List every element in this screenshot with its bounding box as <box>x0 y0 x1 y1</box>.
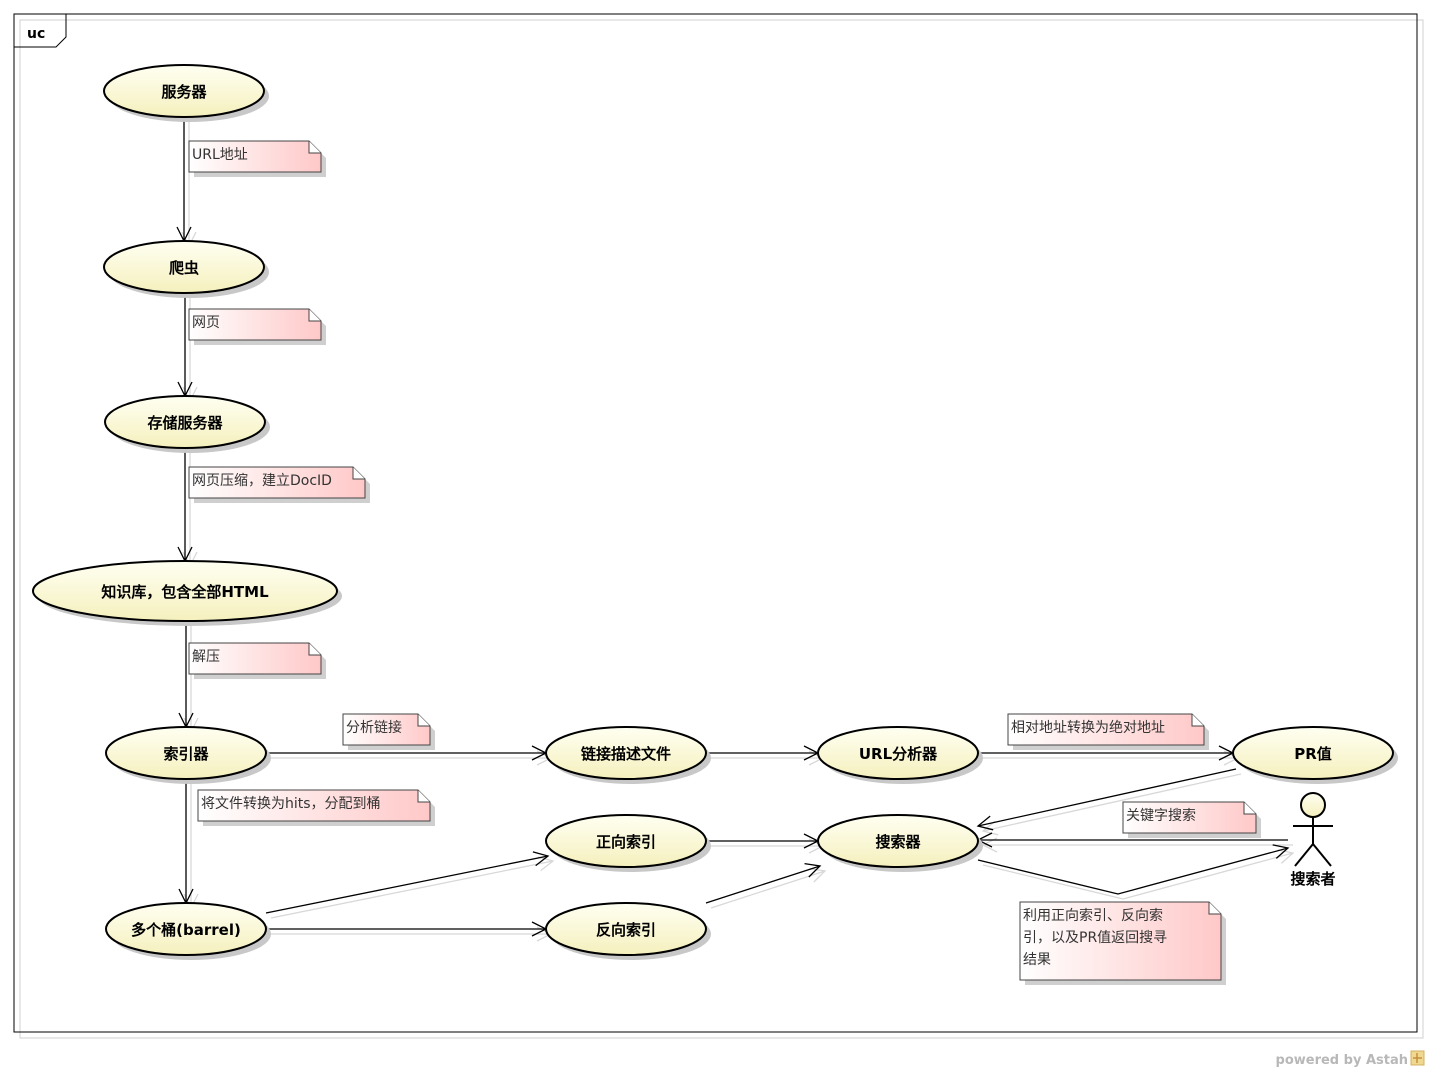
use-case-label: 服务器 <box>161 83 207 101</box>
use-case-fwdindex[interactable]: 正向索引 <box>545 814 711 872</box>
actor-left-leg <box>1294 843 1314 867</box>
actor-label: 搜索者 <box>1290 870 1335 888</box>
note-text: 分析链接 <box>346 719 402 736</box>
note-text: 引，以及PR值返回搜寻 <box>1023 930 1167 946</box>
actor-right-leg <box>1312 843 1332 867</box>
note-n4[interactable]: 解压 <box>188 642 326 679</box>
use-case-label: 正向索引 <box>596 833 656 851</box>
note-n2[interactable]: 网页 <box>188 308 326 345</box>
use-case-indexer[interactable]: 索引器 <box>105 726 271 784</box>
edge-fwdindex-searcher[interactable] <box>706 833 825 854</box>
use-case-invindex[interactable]: 反向索引 <box>545 902 711 960</box>
note-text: URL地址 <box>192 147 248 163</box>
note-n7[interactable]: 相对地址转换为绝对地址 <box>1007 713 1209 750</box>
use-case-repository[interactable]: 知识库，包含全部HTML <box>32 560 342 626</box>
edge-indexer-barrels[interactable] <box>178 779 199 910</box>
use-case-label: URL分析器 <box>859 745 938 763</box>
edge-repository-indexer[interactable] <box>178 621 199 734</box>
use-case-crawler[interactable]: 爬虫 <box>103 240 269 298</box>
actor-searcher[interactable]: 搜索者 <box>1290 792 1336 888</box>
use-case-server[interactable]: 服务器 <box>103 64 269 122</box>
note-n3[interactable]: 网页压缩，建立DocID <box>188 466 370 503</box>
use-case-barrels[interactable]: 多个桶(barrel) <box>105 902 271 960</box>
note-n1[interactable]: URL地址 <box>188 140 326 177</box>
note-text: 网页 <box>192 315 220 331</box>
use-case-store[interactable]: 存储服务器 <box>104 395 270 453</box>
note-n6[interactable]: 将文件转换为hits，分配到桶 <box>197 789 435 826</box>
actor-head <box>1300 792 1326 818</box>
use-case-urlresolver[interactable]: URL分析器 <box>817 726 983 784</box>
note-text: 将文件转换为hits，分配到桶 <box>201 795 381 812</box>
diagram-frame: uc <box>13 13 1424 1039</box>
edge-pagerank-searcher[interactable] <box>976 768 1242 836</box>
edges <box>176 117 1295 942</box>
edge-actor-searcher[interactable] <box>976 832 1293 853</box>
note-text: 利用正向索引、反向索 <box>1023 907 1163 924</box>
note-n5[interactable]: 分析链接 <box>342 713 435 750</box>
note-text: 关键字搜索 <box>1126 807 1196 824</box>
astah-watermark: powered by Astah <box>1276 1053 1408 1068</box>
use-case-label: 反向索引 <box>596 921 656 939</box>
use-case-label: 索引器 <box>163 745 209 763</box>
edge-store-repository[interactable] <box>177 448 198 568</box>
edge-searcher-actor[interactable] <box>977 844 1295 900</box>
use-case-label: 知识库，包含全部HTML <box>101 583 269 601</box>
note-text: 结果 <box>1023 952 1051 968</box>
edge-anchors-urlresolver[interactable] <box>706 745 825 766</box>
use-case-anchors[interactable]: 链接描述文件 <box>545 726 711 784</box>
note-text: 相对地址转换为绝对地址 <box>1011 719 1165 736</box>
use-case-label: PR值 <box>1294 745 1332 763</box>
note-n8[interactable]: 关键字搜索 <box>1122 801 1261 838</box>
edge-server-crawler[interactable] <box>176 117 197 248</box>
edge-indexer-anchors[interactable] <box>266 745 553 766</box>
use-case-label: 链接描述文件 <box>581 745 671 763</box>
astah-logo-icon <box>1410 1050 1425 1066</box>
note-text: 网页压缩，建立DocID <box>192 473 332 489</box>
use-case-label: 爬虫 <box>168 259 199 277</box>
frame-tag: uc <box>27 26 45 42</box>
use-case-pagerank[interactable]: PR值 <box>1232 726 1398 784</box>
use-case-label: 多个桶(barrel) <box>131 921 241 939</box>
note-text: 解压 <box>192 649 220 665</box>
edge-barrels-invindex[interactable] <box>266 921 553 942</box>
use-case-searcher[interactable]: 搜索器 <box>817 814 983 872</box>
edge-invindex-searcher[interactable] <box>705 863 827 909</box>
use-case-label: 存储服务器 <box>147 414 223 432</box>
edge-urlresolver-pagerank[interactable] <box>978 745 1240 766</box>
use-case-label: 搜索器 <box>875 833 921 851</box>
edge-barrels-fwdindex[interactable] <box>265 851 555 919</box>
